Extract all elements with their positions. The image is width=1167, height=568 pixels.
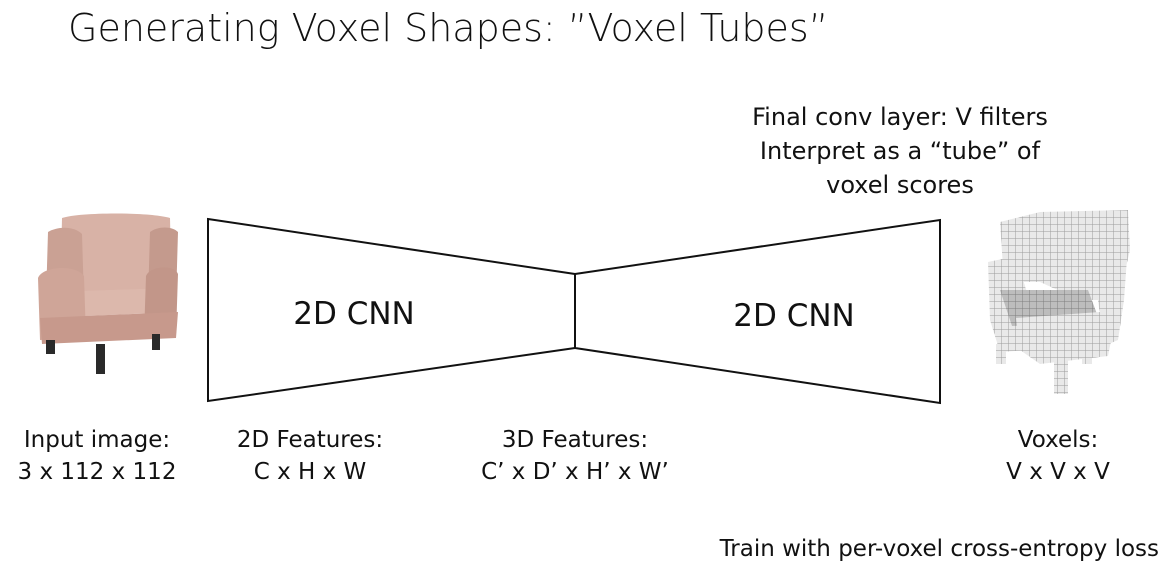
features-3d-label: 3D Features: C’ x D’ x H’ x W’ xyxy=(464,424,686,488)
final-layer-note: Final conv layer: V filters Interpret as… xyxy=(725,100,1075,202)
voxels-dims: V x V x V xyxy=(1006,459,1110,485)
training-footnote: Train with per-voxel cross-entropy loss xyxy=(719,536,1159,562)
input-label-title: Input image: xyxy=(23,427,171,453)
features-2d-dims: C x H x W xyxy=(253,459,367,485)
input-chair-image xyxy=(38,213,178,374)
features-2d-title: 2D Features: xyxy=(236,427,384,453)
decoder-cnn-shape xyxy=(574,218,941,405)
features-3d-title: 3D Features: xyxy=(501,427,649,453)
features-2d-label: 2D Features: C x H x W xyxy=(220,424,400,488)
note-line-3: voxel scores xyxy=(826,171,974,199)
voxel-chair-image xyxy=(988,210,1130,394)
voxels-label: Voxels: V x V x V xyxy=(990,424,1126,488)
slide-title: Generating Voxel Shapes: ”Voxel Tubes” xyxy=(68,6,829,50)
input-label-dims: 3 x 112 x 112 xyxy=(17,459,177,485)
voxels-title: Voxels: xyxy=(1017,427,1099,453)
note-line-2: Interpret as a “tube” of xyxy=(759,137,1041,165)
features-3d-dims: C’ x D’ x H’ x W’ xyxy=(481,459,669,485)
encoder-cnn-label: 2D CNN xyxy=(293,296,414,332)
note-line-1: Final conv layer: V filters xyxy=(752,103,1048,131)
decoder-cnn-label: 2D CNN xyxy=(733,298,854,334)
input-image-label: Input image: 3 x 112 x 112 xyxy=(6,424,188,488)
